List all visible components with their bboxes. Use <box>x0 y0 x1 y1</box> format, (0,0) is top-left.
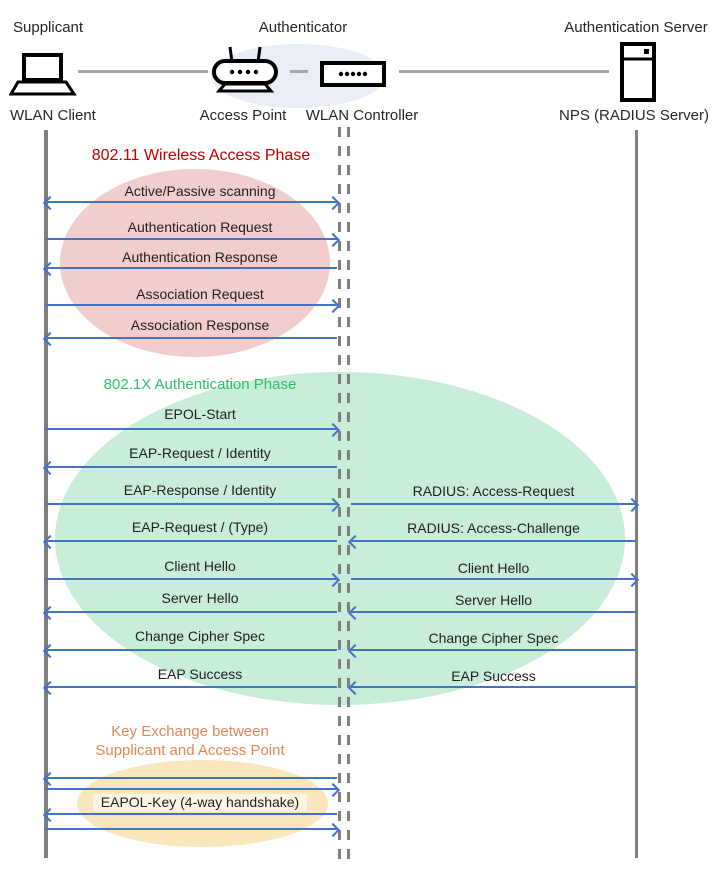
message-arrow-right <box>46 782 341 798</box>
phase3-title: Key Exchange between Supplicant and Acce… <box>40 722 340 760</box>
message-arrow-right <box>46 232 341 248</box>
message-arrow-left <box>347 605 636 621</box>
connector-line <box>399 70 609 73</box>
message-label: Client Hello <box>46 558 354 575</box>
message-label: Authentication Request <box>46 219 354 236</box>
message-label: Active/Passive scanning <box>46 183 354 200</box>
wlan-controller-icon <box>320 61 386 87</box>
message-label: EAPOL-Key (4-way handshake) <box>46 794 354 811</box>
message-label-text: Association Response <box>130 317 270 333</box>
message-label-text: EPOL-Start <box>164 406 236 422</box>
phase1-ellipse <box>60 169 330 357</box>
message-label-text: Server Hello <box>161 590 239 606</box>
wlan-client-lifeline <box>44 130 48 858</box>
message-label-text: EAP-Request / Identity <box>129 445 271 461</box>
message-label-text: Association Request <box>136 286 264 302</box>
access-point-label: Access Point <box>199 107 287 124</box>
message-label-text: EAP-Response / Identity <box>123 482 277 498</box>
message-label-text: Active/Passive scanning <box>124 183 276 199</box>
authentication-server-role-label: Authentication Server <box>564 19 708 36</box>
message-label-text: EAP Success <box>157 666 243 682</box>
message-label-text: EAPOL-Key (4-way handshake) <box>92 794 308 811</box>
message-arrow-left <box>42 807 337 823</box>
message-label: EAP Success <box>46 666 354 683</box>
phase3-title-line2: Supplicant and Access Point <box>95 742 285 759</box>
message-arrow-left <box>42 534 337 550</box>
message-label: EAP Success <box>351 668 636 685</box>
message-label: EAP-Request / Identity <box>46 445 354 462</box>
message-label: RADIUS: Access-Challenge <box>351 520 636 537</box>
message-arrow-right <box>46 298 341 314</box>
message-arrow-left <box>42 643 337 659</box>
message-label-text: Change Cipher Spec <box>135 628 265 644</box>
message-arrow-right <box>46 497 341 513</box>
phase1-title: 802.11 Wireless Access Phase <box>91 147 311 164</box>
message-label-text: Authentication Response <box>122 249 278 265</box>
message-arrow-left <box>347 680 636 696</box>
access-point-icon <box>212 46 278 93</box>
laptop-icon <box>9 53 77 96</box>
message-label-text: Client Hello <box>164 558 236 574</box>
message-arrow-left <box>42 460 337 476</box>
message-label-text: RADIUS: Access-Challenge <box>407 520 580 536</box>
message-arrow-right <box>46 422 341 438</box>
message-label: Client Hello <box>351 560 636 577</box>
message-label: Association Response <box>46 317 354 334</box>
message-arrow-left <box>42 771 337 787</box>
message-arrow-both <box>42 195 341 211</box>
nps-lifeline <box>635 130 638 858</box>
authenticator-role-label: Authenticator <box>258 19 348 36</box>
wlan-client-label: WLAN Client <box>10 107 96 124</box>
message-label-text: Change Cipher Spec <box>428 630 559 646</box>
message-label: EPOL-Start <box>46 406 354 423</box>
message-arrow-left <box>347 534 636 550</box>
connector-line-dash <box>290 70 308 73</box>
message-label-text: EAP Success <box>451 668 536 684</box>
message-arrow-right <box>46 572 341 588</box>
message-arrow-right <box>46 822 341 838</box>
message-arrow-left <box>347 643 636 659</box>
nps-radius-server-label: NPS (RADIUS Server) <box>558 107 710 124</box>
message-label-text: RADIUS: Access-Request <box>412 483 575 499</box>
wlan-controller-lifeline-right <box>347 127 350 860</box>
message-arrow-left <box>42 261 337 277</box>
message-label: Server Hello <box>351 592 636 609</box>
phase2-title: 802.1X Authentication Phase <box>103 376 297 393</box>
wlan-controller-lifeline-left <box>338 127 341 860</box>
phase3-title-line1: Key Exchange between <box>111 723 269 740</box>
message-label: Authentication Response <box>46 249 354 266</box>
message-label: Server Hello <box>46 590 354 607</box>
message-label-text: Server Hello <box>454 592 533 608</box>
message-arrow-left <box>42 331 337 347</box>
message-arrow-right <box>351 572 640 588</box>
message-label: Change Cipher Spec <box>46 628 354 645</box>
message-label: Change Cipher Spec <box>351 630 636 647</box>
message-arrow-left <box>42 605 337 621</box>
message-label-text: Client Hello <box>457 560 530 576</box>
connector-line <box>78 70 208 73</box>
supplicant-role-label: Supplicant <box>13 19 84 36</box>
message-label-text: EAP-Request / (Type) <box>131 519 269 535</box>
server-icon <box>620 42 656 102</box>
wlan-controller-label: WLAN Controller <box>305 107 419 124</box>
message-arrow-right <box>351 497 640 513</box>
message-label: RADIUS: Access-Request <box>351 483 636 500</box>
message-label: EAP-Response / Identity <box>46 482 354 499</box>
message-label-text: Authentication Request <box>127 219 273 235</box>
message-label: Association Request <box>46 286 354 303</box>
message-arrow-left <box>42 680 337 696</box>
message-label: EAP-Request / (Type) <box>46 519 354 536</box>
